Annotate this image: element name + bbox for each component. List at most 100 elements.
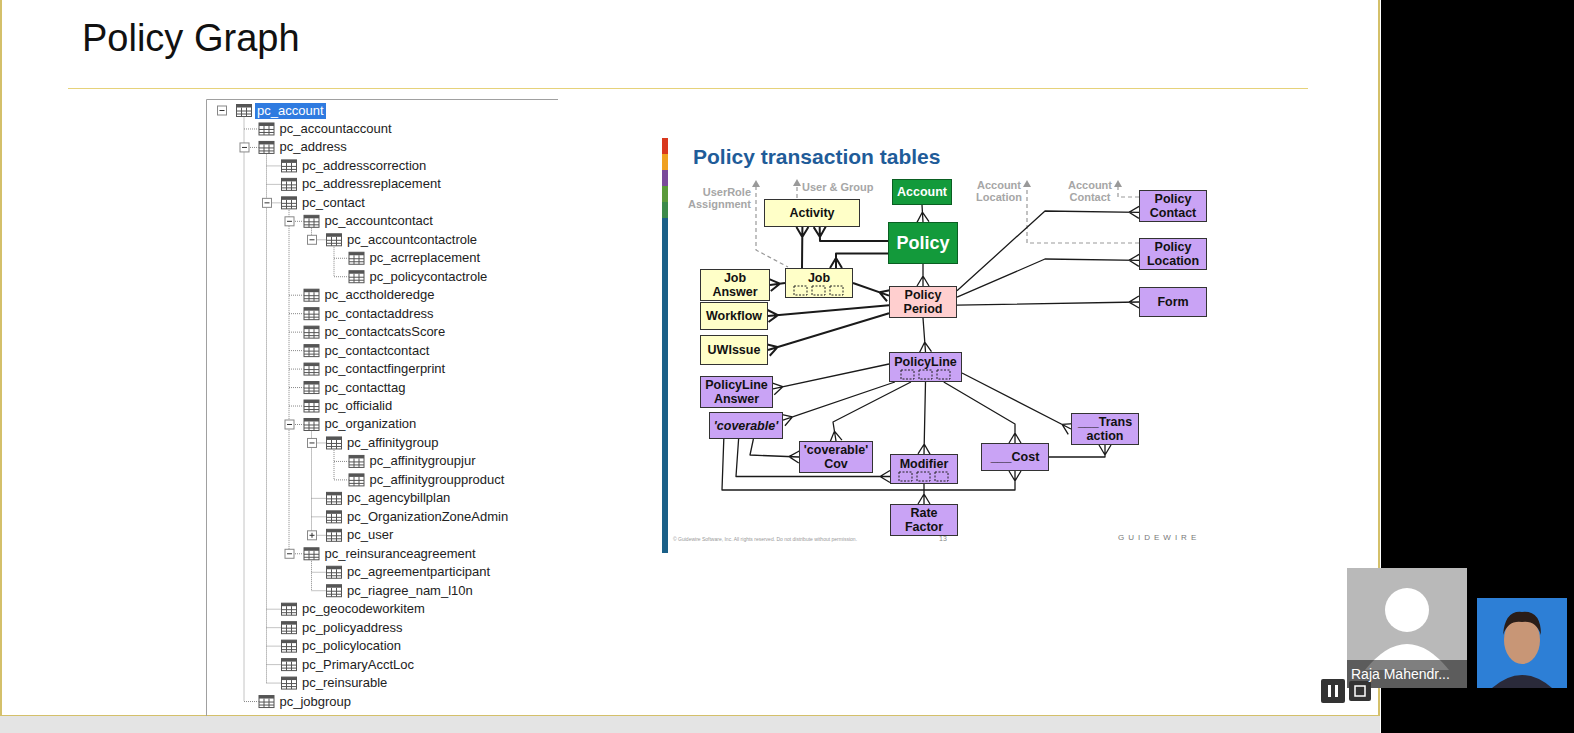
tree-branch-line	[289, 406, 304, 407]
table-icon-frame	[327, 492, 342, 504]
table-icon-grid	[336, 514, 337, 523]
entity-content: Policy Location	[1140, 240, 1206, 268]
table-icon-frame	[304, 308, 319, 320]
tree-branch-line	[334, 247, 335, 277]
tree-branch-line	[312, 590, 327, 591]
table-icon	[304, 418, 319, 430]
table-icon-grid	[309, 421, 310, 430]
table-icon-grid	[309, 551, 310, 560]
table-icon-grid	[309, 385, 310, 394]
figure-title: Policy transaction tables	[693, 144, 940, 170]
table-icon-header	[349, 252, 364, 255]
table-icon	[349, 271, 364, 283]
table-icon-frame	[259, 696, 274, 708]
table-name: pc_OrganizationZoneAdmin	[347, 509, 508, 525]
table-icon	[237, 105, 252, 117]
entity-box: 'coverable' Cov	[799, 441, 873, 473]
table-icon-grid	[291, 163, 292, 172]
table-icon-header	[282, 659, 297, 662]
table-icon	[327, 529, 342, 541]
subtype-slot	[899, 472, 912, 481]
table-icon	[349, 252, 364, 264]
table-icon-frame	[304, 548, 319, 560]
entity-content: UWIssue	[701, 343, 767, 357]
table-icon-grid	[286, 163, 287, 172]
table-name: pc_affinitygroupproduct	[370, 472, 505, 488]
tree-branch-line	[267, 184, 282, 185]
table-icon-grid	[349, 280, 364, 281]
entity-content: Modifier	[891, 457, 957, 482]
table-icon-grid	[336, 569, 337, 578]
tree-panel-border	[207, 100, 559, 717]
participant-thumbnail	[1347, 568, 1467, 688]
table-icon-grid	[286, 200, 287, 209]
table-icon-grid	[336, 588, 337, 597]
entity-box: Workflow	[700, 302, 768, 330]
table-icon-header	[304, 326, 319, 329]
toggle-minus	[310, 442, 315, 443]
entity-content: ___Cost	[982, 450, 1048, 464]
table-icon-grid	[359, 458, 360, 467]
table-icon-grid	[331, 569, 332, 578]
table-icon-grid	[314, 218, 315, 227]
subtype-slots	[898, 471, 950, 482]
entity-content: 'coverable' Cov	[800, 443, 872, 471]
table-icon-header	[327, 492, 342, 495]
table-name: pc_acctholderedge	[325, 287, 435, 303]
tree-branch-line	[289, 350, 304, 351]
table-icon-header	[304, 382, 319, 385]
relationship-line	[736, 439, 890, 483]
table-icon-grid	[304, 224, 319, 225]
slide-title: Policy Graph	[82, 15, 300, 61]
participant-name: Raja Mahendr...	[1351, 666, 1450, 683]
table-icon-grid	[291, 680, 292, 689]
entity-box: Policy Contact	[1139, 190, 1207, 222]
table-icon	[327, 234, 342, 246]
table-icon-frame	[327, 437, 342, 449]
entity-name: Policy Period	[892, 288, 954, 316]
table-icon-grid	[304, 354, 319, 355]
tree-branch-line	[267, 664, 282, 665]
table-icon-grid	[259, 147, 274, 148]
table-icon-grid	[246, 108, 247, 117]
table-icon-frame	[282, 622, 297, 634]
tree-branch-line	[289, 210, 290, 554]
table-icon-grid	[291, 662, 292, 671]
entity-content: Form	[1140, 295, 1206, 309]
table-icon-grid	[304, 409, 319, 410]
table-icon-frame	[282, 197, 297, 209]
table-name: pc_reinsurable	[302, 675, 387, 691]
table-icon-grid	[269, 126, 270, 135]
table-icon-grid	[314, 403, 315, 412]
toggle-box	[285, 217, 294, 226]
table-name: pc_addresscorrection	[302, 158, 426, 174]
relationship-line	[962, 373, 1074, 434]
table-icon-frame	[304, 400, 319, 412]
subtype-slot	[794, 286, 807, 295]
copyright-note: © Guidewire Software, Inc. All rights re…	[673, 536, 857, 542]
table-name: pc_PrimaryAcctLoc	[302, 657, 414, 673]
table-name: pc_riagree_nam_l10n	[347, 583, 473, 599]
table-icon-grid	[282, 612, 297, 613]
table-name: pc_jobgroup	[280, 694, 352, 710]
table-icon	[327, 566, 342, 578]
table-name: pc_policyaddress	[302, 620, 402, 636]
table-icon-grid	[304, 221, 319, 222]
entity-name: Job	[788, 271, 850, 285]
table-icon-frame	[349, 271, 364, 283]
table-icon-grid	[269, 699, 270, 708]
table-name: pc_reinsuranceagreement	[325, 546, 476, 562]
table-icon-header	[304, 215, 319, 218]
table-name: pc_officialid	[325, 398, 393, 414]
entity-name: Form	[1142, 295, 1204, 309]
table-icon-header	[237, 105, 252, 108]
table-icon-grid	[282, 169, 297, 170]
table-icon	[282, 677, 297, 689]
entity-name: 'coverable' Cov	[802, 443, 870, 471]
table-icon-grid	[327, 538, 342, 539]
entity-content: Activity	[765, 206, 859, 220]
table-icon-grid	[327, 240, 342, 241]
table-icon	[304, 345, 319, 357]
entity-box: PolicyLine	[889, 352, 962, 382]
